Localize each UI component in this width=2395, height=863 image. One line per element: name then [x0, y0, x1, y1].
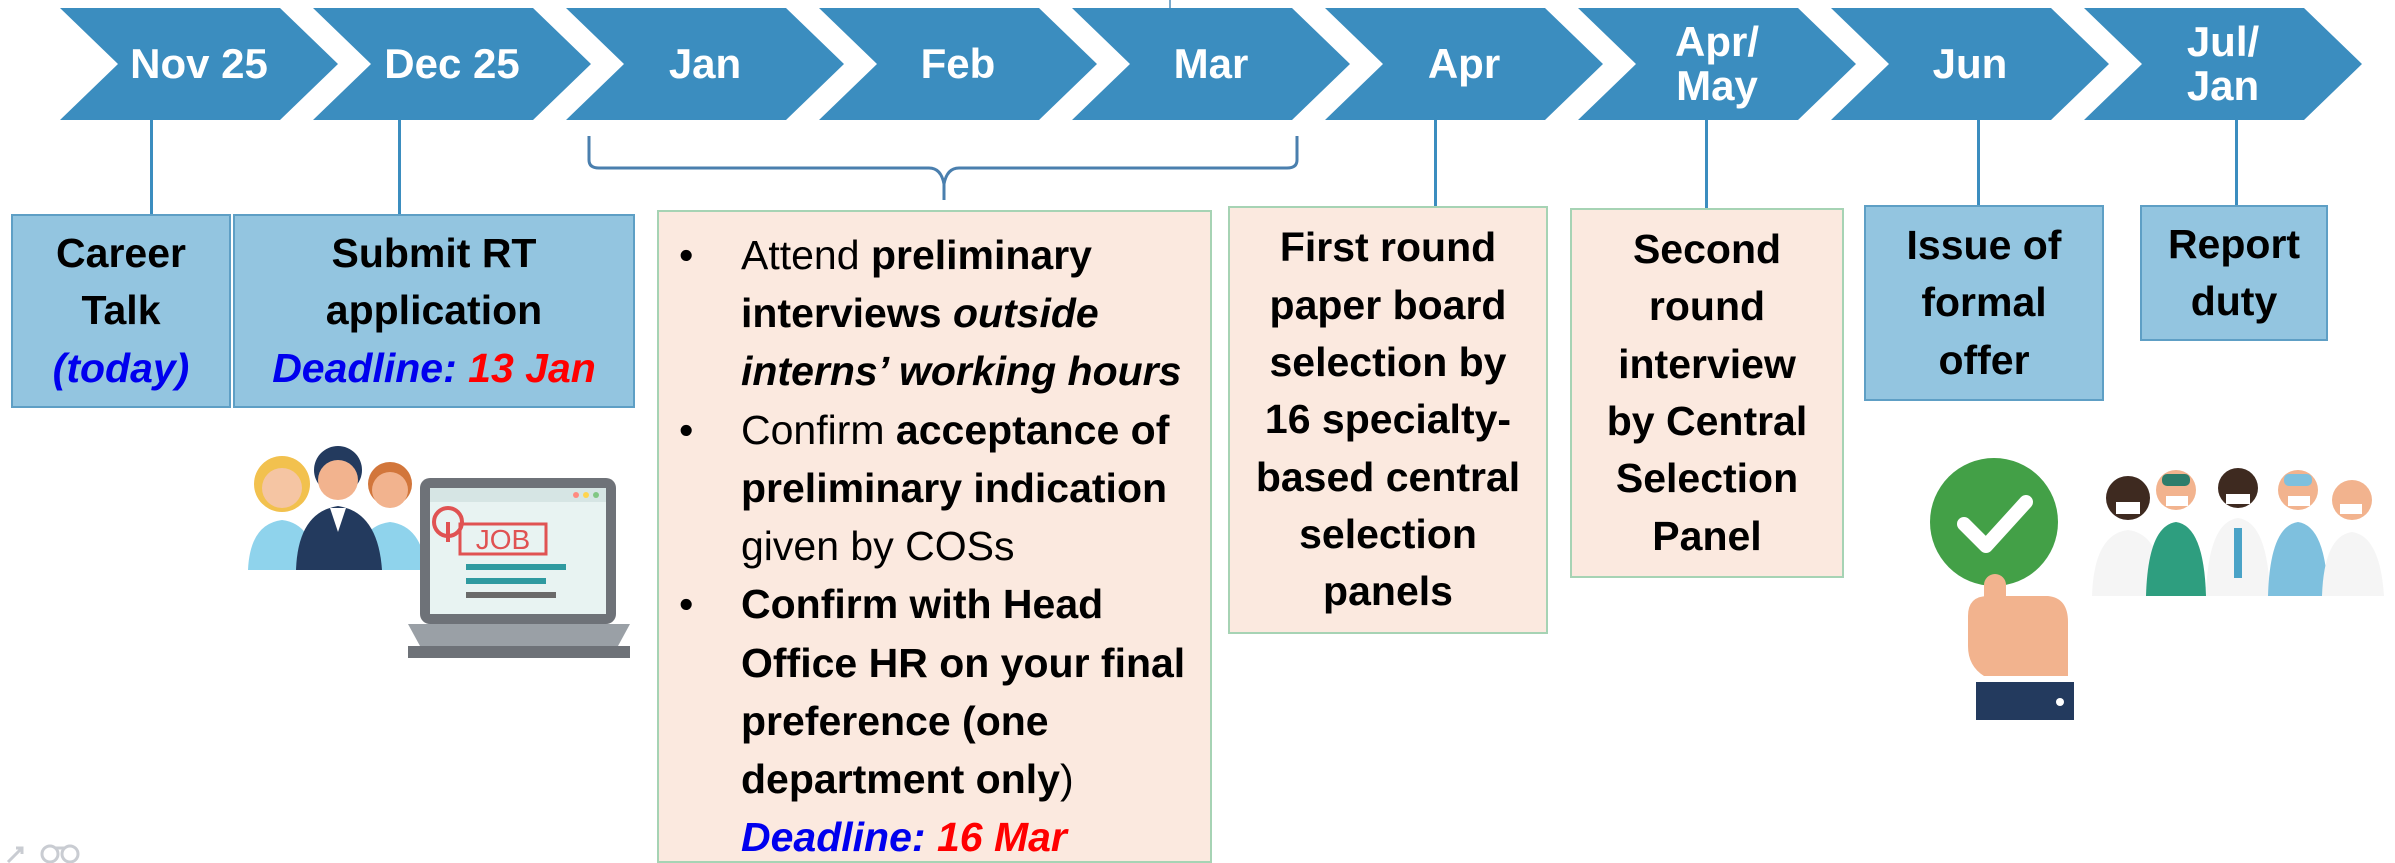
bullet-3-bold: Confirm with Head Office HR on your fina… [741, 581, 1186, 802]
bullet-2-post: given by COSs [741, 523, 1015, 570]
first-round-line: selection [1299, 511, 1477, 558]
submit-rt-deadline-value: 13 Jan [468, 344, 596, 391]
career-talk-line1: Career [56, 229, 186, 276]
first-round-line: 16 specialty- [1264, 396, 1512, 443]
connector-jun [1977, 120, 1980, 206]
timeline-arrow-mar: Mar [1072, 8, 1350, 120]
footer-tools-icon [6, 844, 80, 863]
submit-rt-line2: application [325, 287, 543, 334]
connector-nov25 [150, 120, 153, 216]
preliminary-bullet-2: • Confirm acceptance of preliminary indi… [679, 401, 1190, 576]
first-round-line: First round [1279, 224, 1497, 271]
job-laptop-text: JOB [476, 524, 530, 555]
bullet-3-post: ) [1059, 755, 1074, 802]
connector-jul-jan [2235, 120, 2238, 206]
preliminary-bullet-3: • Confirm with Head Office HR on your fi… [679, 575, 1190, 808]
first-round-line: panels [1323, 568, 1453, 615]
step-submit-rt: Submit RT application Deadline: 13 Jan [233, 214, 635, 408]
preliminary-deadline: Deadline: 16 Mar [679, 808, 1190, 863]
career-talk-line2: Talk [81, 287, 161, 334]
timeline-arrow-nov25: Nov 25 [60, 8, 338, 120]
people-group-icon [248, 446, 426, 570]
step-preliminary-interviews: • Attend preliminary interviews outside … [657, 210, 1212, 863]
preliminary-deadline-label: Deadline: [741, 814, 926, 861]
first-round-line: based central [1255, 453, 1521, 500]
step-career-talk: Career Talk (today) [11, 214, 231, 408]
submit-rt-line1: Submit RT [331, 229, 537, 276]
second-round-line: Panel [1652, 512, 1762, 559]
step-report-duty: Report duty [2140, 205, 2328, 341]
brace-jan-mar [587, 136, 1299, 200]
second-round-line: Second [1632, 225, 1782, 272]
bullet-1-pre: Attend [741, 232, 871, 278]
timeline-arrow-jan: Jan [566, 8, 844, 120]
bullet-1-bold: preliminary interviews [741, 232, 1092, 337]
submit-rt-deadline-label: Deadline: [272, 344, 457, 391]
timeline-arrow-apr: Apr [1325, 8, 1603, 120]
second-round-line: interview [1618, 340, 1796, 387]
preliminary-deadline-value: 16 Mar [936, 814, 1067, 861]
step-first-round: First round paper board selection by 16 … [1228, 206, 1548, 634]
connector-dec25 [398, 120, 401, 216]
medical-staff-icon [2092, 468, 2384, 596]
job-laptop-icon: JOB [408, 478, 630, 658]
formal-offer-line: Issue of [1906, 221, 2062, 268]
preliminary-bullet-1: • Attend preliminary interviews outside … [679, 226, 1190, 401]
report-duty-line: Report [2167, 220, 2301, 267]
first-round-line: paper board [1269, 281, 1507, 328]
first-round-line: selection by [1269, 338, 1507, 385]
formal-offer-line: offer [1938, 336, 2030, 383]
step-formal-offer: Issue of formal offer [1864, 205, 2104, 401]
check-hand-icon [1930, 458, 2074, 720]
submit-rt-deadline: Deadline: 13 Jan [272, 340, 596, 397]
bullet-1-bold-italic: outside interns’ working hours [741, 290, 1182, 395]
bullet-dot: • [679, 581, 694, 628]
timeline-arrow-dec25: Dec 25 [313, 8, 591, 120]
timeline-arrow-jul-jan: Jul/ Jan [2084, 8, 2362, 120]
bullet-2-pre: Confirm [741, 406, 896, 453]
career-talk-note: (today) [52, 344, 190, 391]
second-round-line: round [1648, 283, 1766, 330]
preliminary-list: • Attend preliminary interviews outside … [679, 226, 1190, 808]
bullet-dot: • [679, 406, 694, 453]
timeline-arrow-apr-may: Apr/ May [1578, 8, 1856, 120]
second-round-line: Selection [1615, 455, 1799, 502]
report-duty-line: duty [2190, 278, 2278, 324]
top-tick [1169, 0, 1171, 8]
bullet-dot: • [679, 232, 694, 278]
bullet-2-bold: acceptance of preliminary indication [741, 406, 1170, 511]
timeline-arrow-jun: Jun [1831, 8, 2109, 120]
formal-offer-line: formal [1921, 279, 2047, 326]
connector-apr-may [1705, 120, 1708, 208]
step-second-round: Second round interview by Central Select… [1570, 208, 1844, 578]
second-round-line: by Central [1606, 398, 1808, 444]
timeline-arrow-feb: Feb [819, 8, 1097, 120]
connector-apr [1434, 120, 1437, 206]
